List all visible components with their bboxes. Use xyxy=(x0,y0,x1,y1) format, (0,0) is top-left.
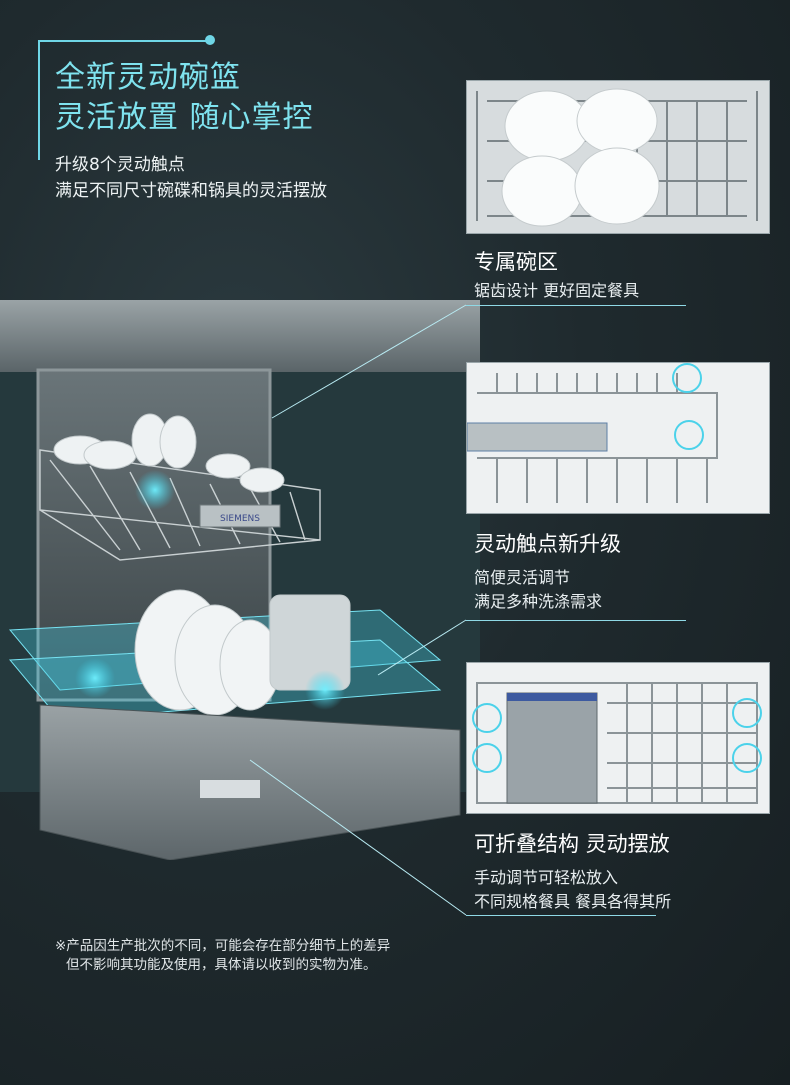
intro-line-1: 升级8个灵动触点 xyxy=(55,155,185,175)
feature-1-desc: 锯齿设计 更好固定餐具 xyxy=(474,281,640,300)
contact-point-icon-1 xyxy=(672,363,702,393)
brand-label: SIEMENS xyxy=(220,514,260,524)
dishwasher-illustration: SIEMENS xyxy=(8,368,461,860)
foldable-rack-image xyxy=(467,663,769,813)
intro-line-2: 满足不同尺寸碗碟和锅具的灵活摆放 xyxy=(55,181,327,201)
contact-point-glow-2 xyxy=(75,658,115,698)
feature-3-underline xyxy=(466,915,656,916)
feature-2-title: 灵动触点新升级 xyxy=(474,532,621,556)
contact-point-glow-1 xyxy=(135,470,175,510)
feature-3-desc-1: 手动调节可轻松放入 xyxy=(474,868,619,887)
feature-2-underline xyxy=(466,620,686,621)
feature-3-title: 可折叠结构 灵动摆放 xyxy=(474,832,670,856)
headline-line-2: 灵活放置 随心掌控 xyxy=(55,100,314,135)
feature-3-desc-2: 不同规格餐具 餐具各得其所 xyxy=(474,892,672,911)
fold-point-icon-3 xyxy=(732,698,762,728)
feature-2-desc-1: 简便灵活调节 xyxy=(474,568,571,587)
headline-frame-top xyxy=(38,40,210,42)
feature-photo-contact-points xyxy=(466,362,770,514)
feature-photo-foldable xyxy=(466,662,770,814)
upper-rack-bowls xyxy=(53,413,285,493)
kitchen-countertop xyxy=(0,300,480,372)
contact-point-icon-2 xyxy=(674,420,704,450)
bowl-rack-image xyxy=(467,81,769,233)
brand-plate xyxy=(199,504,281,528)
door-label xyxy=(200,780,260,798)
feature-2-desc-2: 满足多种洗涤需求 xyxy=(474,592,603,611)
headline-frame-dot xyxy=(205,35,215,45)
feature-1-underline xyxy=(466,305,686,306)
disclaimer-line-1: ※产品因生产批次的不同，可能会存在部分细节上的差异 xyxy=(55,938,391,954)
feature-photo-bowl-area xyxy=(466,80,770,234)
feature-1-title: 专属碗区 xyxy=(474,250,558,274)
fold-point-icon-1 xyxy=(472,703,502,733)
headline-line-1: 全新灵动碗篮 xyxy=(55,60,241,95)
contact-point-glow-3 xyxy=(305,670,345,710)
disclaimer-line-2: 但不影响其功能及使用，具体请以收到的实物为准。 xyxy=(66,957,377,973)
contact-rack-image xyxy=(467,363,769,513)
headline-frame-side xyxy=(38,40,40,160)
lower-rack-plates xyxy=(134,589,351,716)
fold-point-icon-2 xyxy=(472,743,502,773)
fold-point-icon-4 xyxy=(732,743,762,773)
